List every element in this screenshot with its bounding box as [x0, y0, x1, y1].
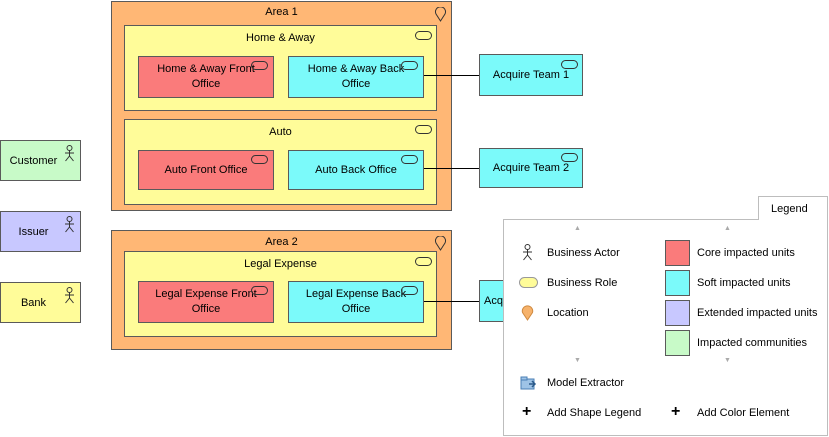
- business-role-icon: [561, 153, 578, 162]
- unit-label: Legal Expense Back Office: [305, 288, 407, 315]
- business-role-icon: [561, 60, 578, 69]
- business-role-icon: [401, 61, 418, 70]
- scroll-up-arrow: ▲: [574, 225, 581, 232]
- business-actor-icon: [65, 145, 74, 162]
- group-title: Legal Expense: [244, 258, 317, 270]
- business-role-icon: [251, 286, 268, 295]
- unit-label: Auto Front Office: [164, 163, 248, 176]
- legend-shape-label[interactable]: Location: [547, 307, 589, 319]
- connector-line: [424, 75, 479, 76]
- business-role-icon: [251, 61, 268, 70]
- color-swatch-core[interactable]: [665, 240, 690, 266]
- legend-color-label[interactable]: Soft impacted units: [697, 277, 791, 289]
- scroll-up-arrow: ▲: [724, 225, 731, 232]
- business-role-icon: [519, 277, 538, 288]
- business-role-icon: [401, 155, 418, 164]
- group-auto[interactable]: Auto Auto Front Office Auto Back Office: [124, 119, 437, 205]
- actor-bank[interactable]: Bank: [0, 282, 81, 323]
- model-extractor-button[interactable]: Model Extractor: [547, 377, 625, 389]
- color-swatch-soft[interactable]: [665, 270, 690, 296]
- legend-tab[interactable]: Legend: [758, 196, 828, 220]
- area-title: Area 1: [265, 6, 298, 18]
- location-icon: [435, 236, 446, 251]
- actor-label: Customer: [9, 154, 58, 167]
- legend-color-label[interactable]: Extended impacted units: [697, 307, 818, 319]
- color-swatch-extended[interactable]: [665, 300, 690, 326]
- unit-label: Home & Away Back Office: [307, 63, 405, 90]
- business-role-icon: [415, 125, 432, 134]
- legend-shape-label[interactable]: Business Actor: [547, 247, 620, 259]
- business-role-icon: [415, 257, 432, 266]
- group-title: Home & Away: [246, 32, 315, 44]
- actor-label: Bank: [20, 296, 47, 309]
- unit-label: Legal Expense Front Office: [155, 288, 257, 315]
- business-role-icon: [401, 286, 418, 295]
- scroll-down-arrow: ▼: [574, 357, 581, 364]
- scroll-down-arrow: ▼: [724, 357, 731, 364]
- legend-color-label[interactable]: Impacted communities: [697, 337, 808, 349]
- add-color-element-button[interactable]: Add Color Element: [697, 407, 790, 419]
- group-legal-expense[interactable]: Legal Expense Legal Expense Front Office…: [124, 251, 437, 337]
- business-role-icon: [251, 155, 268, 164]
- plus-icon[interactable]: +: [522, 403, 532, 420]
- area-2[interactable]: Area 2 Legal Expense Legal Expense Front…: [111, 230, 452, 350]
- group-title: Auto: [269, 126, 292, 138]
- location-icon: [521, 305, 534, 321]
- legend-shape-label[interactable]: Business Role: [547, 277, 618, 289]
- business-role-icon: [415, 31, 432, 40]
- legend-tab-mask: [759, 219, 827, 220]
- color-swatch-community[interactable]: [665, 330, 690, 356]
- group-home-away[interactable]: Home & Away Home & Away Front Office Hom…: [124, 25, 437, 111]
- team-label: Acqu: [484, 294, 509, 307]
- area-title: Area 2: [265, 236, 298, 248]
- business-actor-icon: [65, 216, 74, 233]
- connector-line: [424, 168, 479, 169]
- actor-customer[interactable]: Customer: [0, 140, 81, 181]
- connector-line: [424, 301, 479, 302]
- area-1[interactable]: Area 1 Home & Away Home & Away Front Off…: [111, 1, 452, 211]
- unit-label: Auto Back Office: [315, 163, 397, 176]
- actor-issuer[interactable]: Issuer: [0, 211, 81, 252]
- team-label: Acquire Team 2: [492, 161, 570, 174]
- legend-title: Legend: [771, 203, 808, 215]
- business-actor-icon: [523, 244, 532, 261]
- plus-icon[interactable]: +: [671, 403, 681, 420]
- location-icon: [435, 7, 446, 22]
- add-shape-legend-button[interactable]: Add Shape Legend: [547, 407, 642, 419]
- model-extractor-icon: [520, 376, 537, 390]
- actor-label: Issuer: [18, 225, 49, 238]
- team-label: Acquire Team 1: [492, 68, 570, 81]
- business-actor-icon: [65, 287, 74, 304]
- unit-label: Home & Away Front Office: [157, 63, 255, 90]
- legend-color-label[interactable]: Core impacted units: [697, 247, 795, 259]
